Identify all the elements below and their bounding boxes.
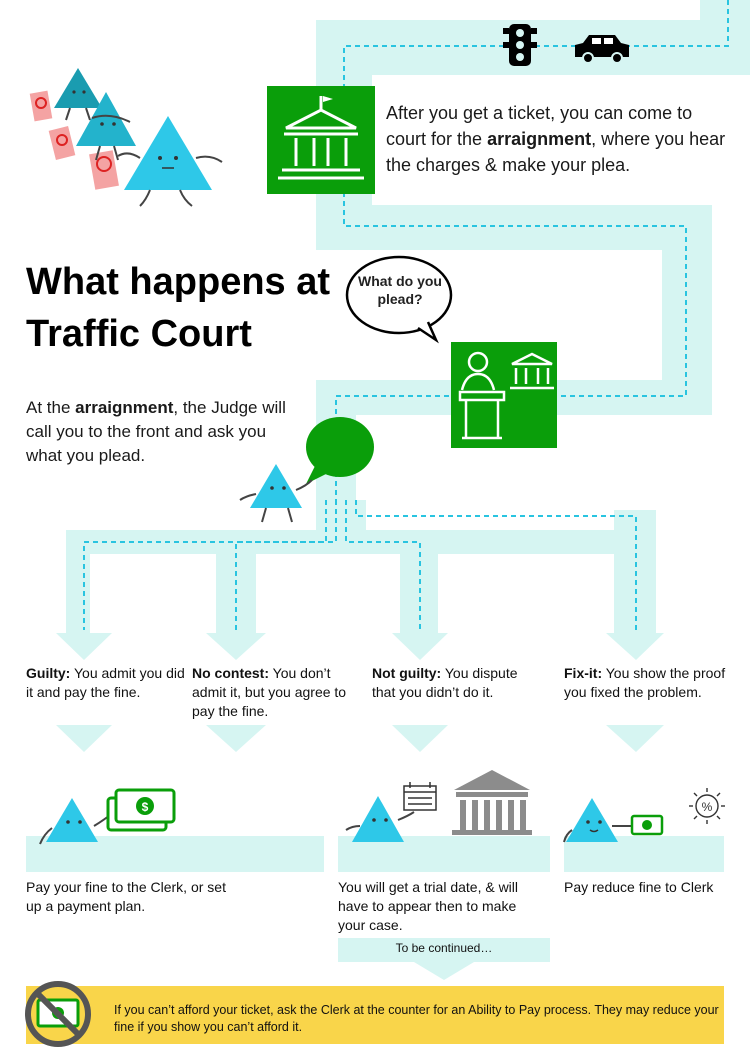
ability-to-pay-banner [26,986,724,1044]
courthouse-gray-icon [452,770,532,835]
result-reduced-fine: Pay reduce fine to Clerk [564,879,714,895]
judge-icon [451,342,557,448]
page-title: What happens at Traffic Court [26,261,331,355]
calendar-icon [403,782,437,811]
traffic-light-icon [503,24,537,66]
option-guilty: Guilty: You admit you did it and pay the… [26,665,185,700]
option-fix-it: Fix-it: You show the proof you fixed the… [564,665,726,700]
option-no-contest: No contest: You don’t admit it, but you … [192,665,347,719]
result-pay-fine: Pay your fine to the Clerk, or set up a … [26,879,226,914]
pleading-character [239,464,313,523]
result-trial-date: You will get a trial date, & will have t… [338,879,519,933]
green-speech-blob [306,417,374,484]
fix-it-character [563,798,664,843]
car-icon [575,35,629,64]
courthouse-icon [267,86,375,194]
speech-bubble [345,255,453,344]
intro-text: After you get a ticket, you can come to … [386,103,726,175]
trial-character [345,796,415,842]
discount-icon: % [689,788,725,824]
money-icon: $ [106,788,176,832]
speech-bubble-text: What do you plead? [358,273,442,307]
no-money-icon [25,981,91,1047]
svg-text:%: % [702,800,713,814]
arraignment-text: At the arraignment, the Judge will call … [26,398,286,465]
dashed-path-line [83,0,729,630]
to-be-continued: To be continued… [395,941,493,955]
option-not-guilty: Not guilty: You dispute that you didn’t … [372,665,518,700]
svg-text:$: $ [142,800,149,814]
characters-with-tickets [29,68,223,207]
banner-text: If you can’t afford your ticket, ask the… [114,1003,719,1034]
